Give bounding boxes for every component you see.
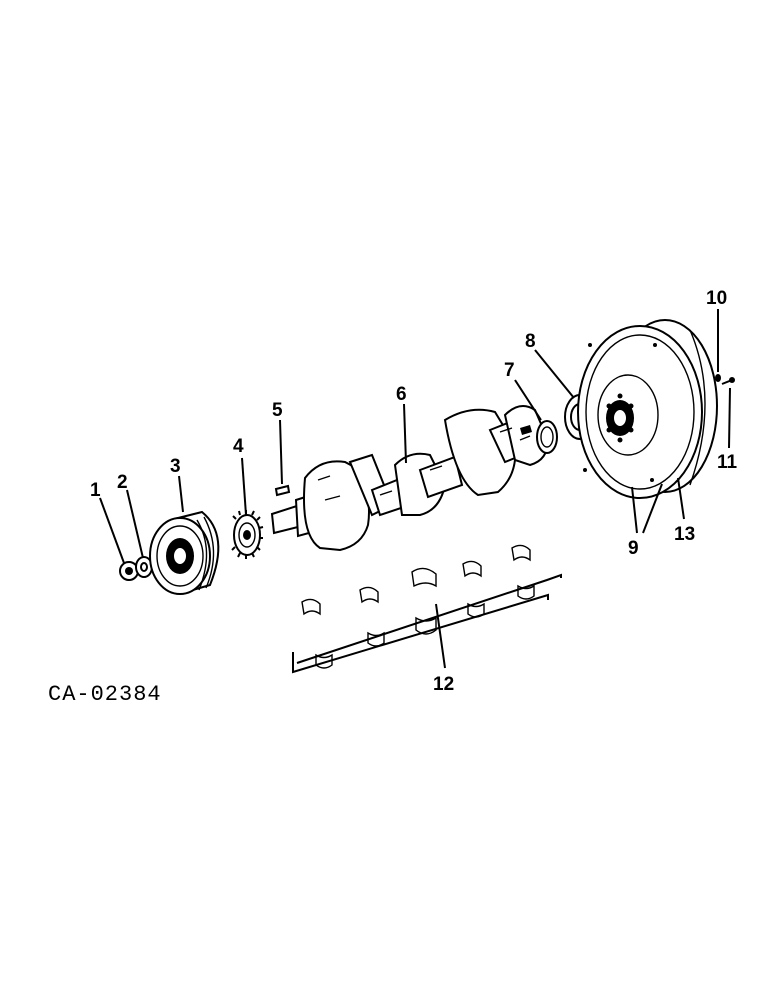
- part-7-seal: [536, 420, 558, 454]
- callout-11: 11: [717, 452, 738, 473]
- callout-13: 13: [674, 524, 695, 545]
- part-4-gear: [231, 510, 264, 559]
- callout-9: 9: [628, 538, 639, 559]
- part-12-bearing-set: [292, 544, 562, 674]
- part-13-flywheel: [577, 319, 718, 499]
- drawing-code: CA-02384: [48, 682, 162, 707]
- callout-7: 7: [504, 360, 515, 381]
- part-6-crankshaft: [270, 405, 550, 552]
- callout-6: 6: [396, 384, 407, 405]
- part-3-pulley: [149, 510, 220, 595]
- callout-12: 12: [433, 674, 454, 695]
- callout-10: 10: [706, 288, 727, 309]
- leader-lines: [99, 309, 731, 669]
- part-2-washer: [135, 556, 153, 578]
- callout-1: 1: [90, 480, 101, 501]
- callout-2: 2: [117, 472, 128, 493]
- callout-8: 8: [525, 331, 536, 352]
- part-10-pin: [715, 374, 721, 382]
- callout-4: 4: [233, 436, 244, 457]
- part-5-key: [274, 484, 291, 497]
- callout-3: 3: [170, 456, 181, 477]
- part-11-bolt: [721, 377, 735, 385]
- callout-5: 5: [272, 400, 283, 421]
